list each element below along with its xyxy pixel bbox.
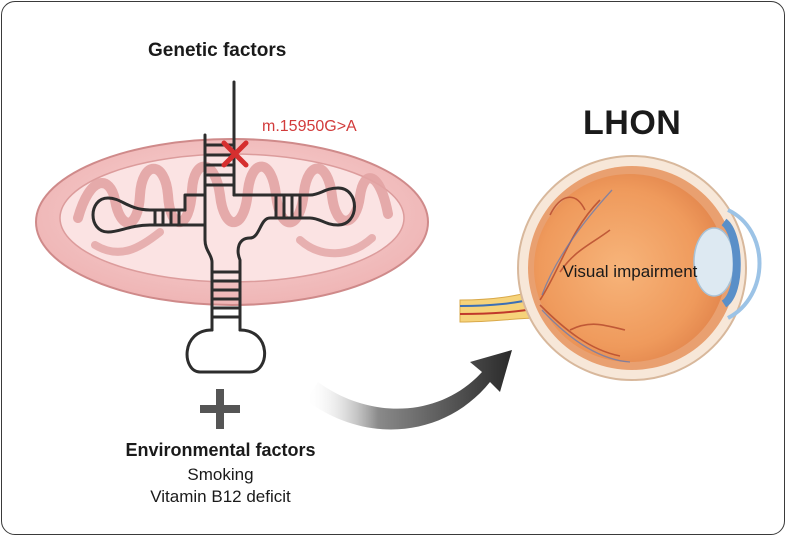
- disease-title: LHON: [583, 104, 682, 142]
- eye-icon: [459, 155, 762, 381]
- genetic-factors-label: Genetic factors: [148, 40, 287, 61]
- env-item-b12: Vitamin B12 deficit: [150, 487, 291, 506]
- environmental-factors-label: Environmental factors: [125, 440, 316, 460]
- env-item-smoking: Smoking: [187, 465, 254, 484]
- trna-icon: [91, 80, 356, 374]
- visual-impairment-label: Visual impairment: [562, 262, 698, 281]
- mitochondrion-icon: [35, 138, 429, 306]
- plus-icon: [200, 389, 240, 429]
- mutation-x-icon: [221, 140, 249, 168]
- curved-arrow-icon: [306, 350, 512, 430]
- mutation-label: m.15950G>A: [262, 118, 357, 135]
